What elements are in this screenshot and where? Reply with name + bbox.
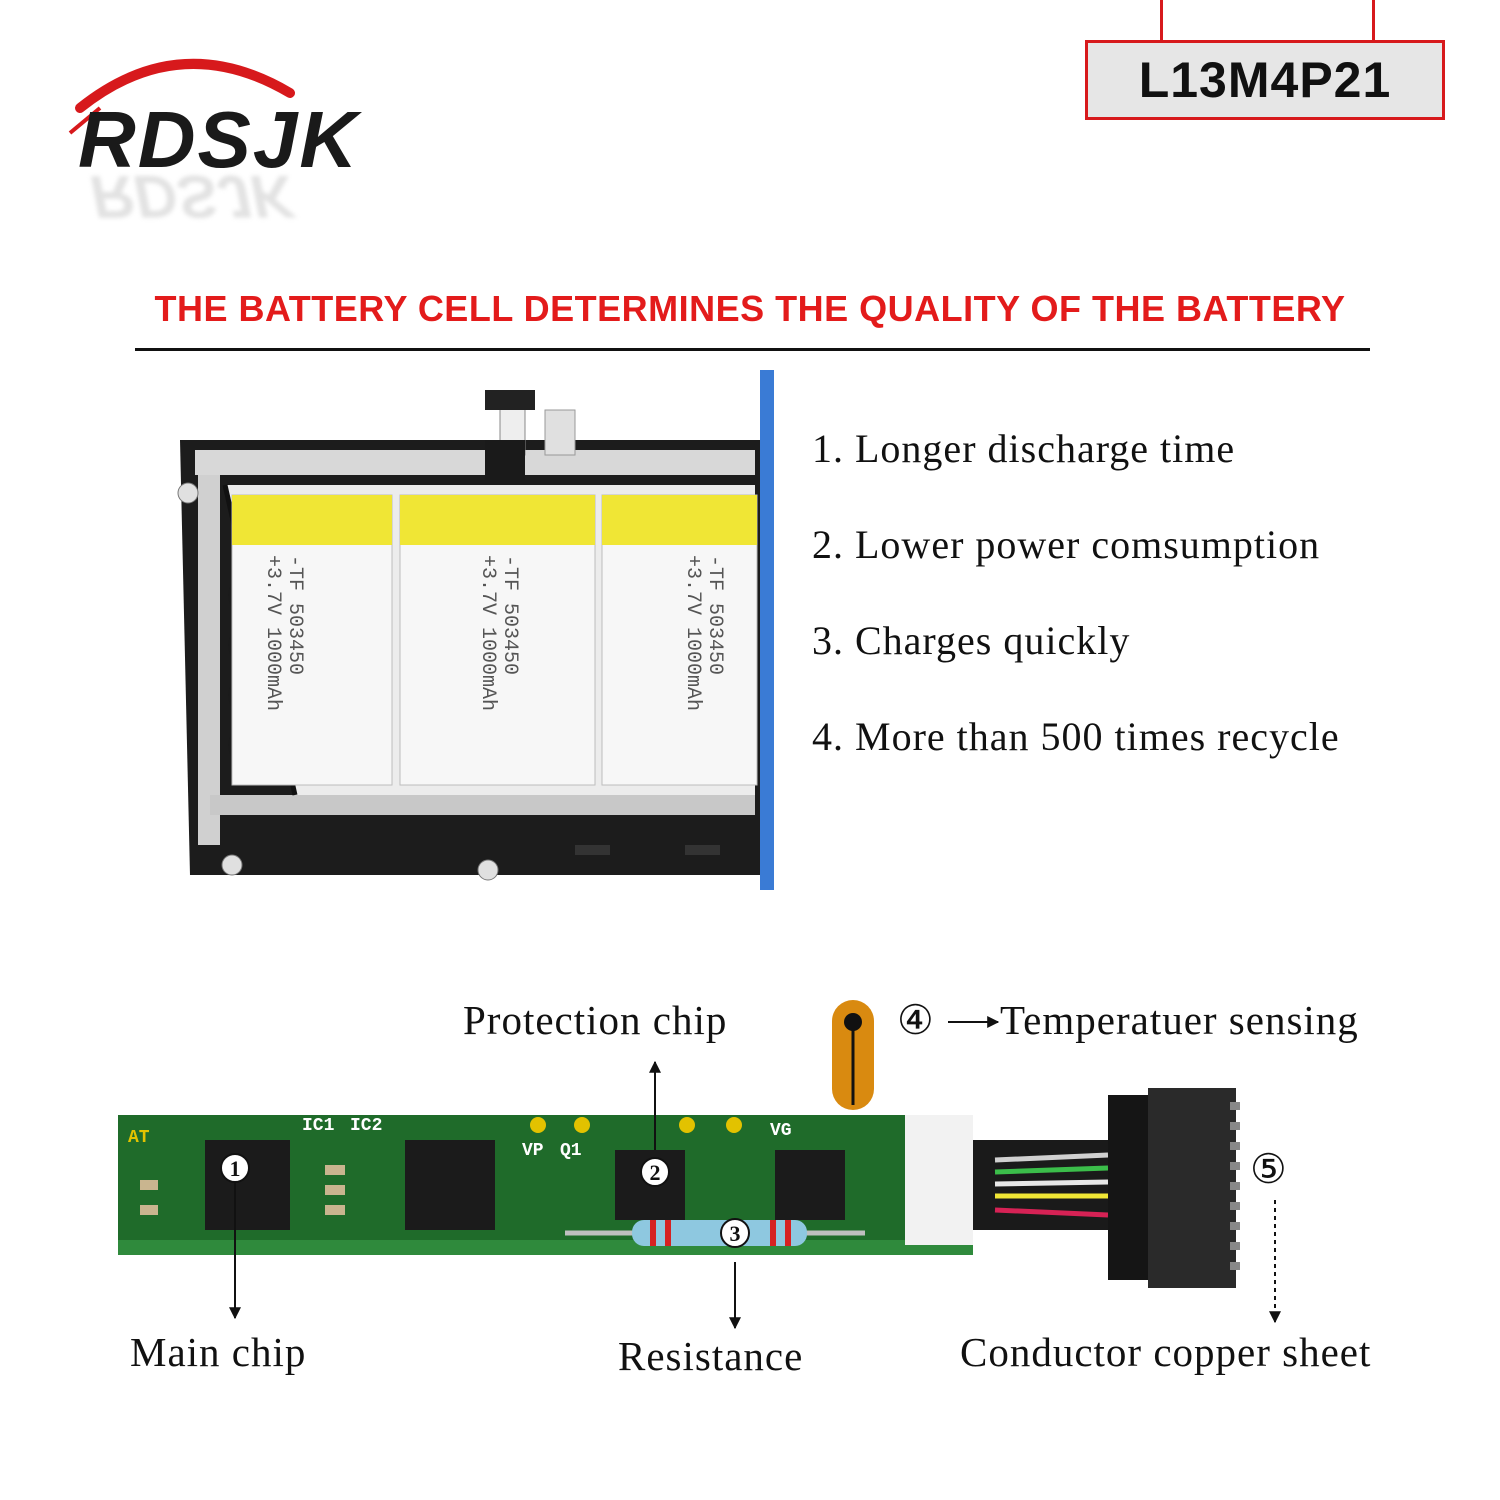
battery-cell-1 [231, 494, 393, 786]
marker-2: 2 [640, 1157, 670, 1187]
svg-text:-TF 503450: -TF 503450 [283, 555, 306, 675]
logo-reflection: RDSJK [90, 163, 294, 230]
cell-3-text-b: 503450 [703, 603, 726, 675]
cell-2-text-a: -TF [498, 555, 521, 591]
label-conductor-copper-sheet: Conductor copper sheet [960, 1329, 1372, 1375]
svg-text:+3.7V 1000mAh: +3.7V 1000mAh [681, 555, 704, 711]
battery-connector [485, 390, 535, 410]
brand-logo: RDSJK RDSJK [60, 38, 440, 230]
silk-vp: VP [522, 1141, 544, 1161]
svg-text:+3.7V 1000mAh: +3.7V 1000mAh [261, 555, 284, 711]
silk-vg: VG [770, 1121, 792, 1141]
cell-1-text-b: 503450 [283, 603, 306, 675]
cell-2-text-d: 1000mAh [476, 627, 499, 711]
headline-rule [135, 348, 1370, 351]
cell-3-text-a: -TF [703, 555, 726, 591]
marker-3: 3 [720, 1218, 750, 1248]
svg-text:3: 3 [730, 1221, 741, 1246]
cell-2-text-c: +3.7V [476, 555, 499, 615]
cell-1-text-c: +3.7V [261, 555, 284, 615]
label-conductor-number: ⑤ [1250, 1146, 1288, 1192]
battery-pack-image: -TF 503450 +3.7V 1000mAh -TF 503450 +3.7… [177, 370, 774, 890]
feature-3: 3. Charges quickly [812, 618, 1131, 663]
cell-3-text-c: +3.7V [681, 555, 704, 615]
cable-connector [1108, 1095, 1148, 1280]
pcb-diagram: IC1 IC2 VP Q1 VG AT 1 2 3 [118, 1000, 1281, 1330]
label-temperature-number: ④ [897, 997, 935, 1043]
model-connector-right [1372, 0, 1375, 40]
label-resistance: Resistance [618, 1333, 804, 1379]
silk-at: AT [128, 1128, 150, 1148]
label-main-chip: Main chip [130, 1329, 307, 1375]
cell-1-text-d: 1000mAh [261, 627, 284, 711]
svg-text:-TF 503450: -TF 503450 [498, 555, 521, 675]
svg-text:-TF 503450: -TF 503450 [703, 555, 726, 675]
resistor [632, 1220, 807, 1246]
cell-3-text-d: 1000mAh [681, 627, 704, 711]
silk-ic1: IC1 [302, 1116, 335, 1136]
label-protection-chip: Protection chip [463, 997, 728, 1043]
cell-1-text-a: -TF [283, 555, 306, 591]
battery-cell-3 [601, 494, 758, 786]
silk-q1: Q1 [560, 1141, 582, 1161]
logo-text: RDSJK [78, 95, 360, 184]
model-connector-left [1160, 0, 1163, 40]
mosfet-chip [775, 1150, 845, 1220]
feature-2: 2. Lower power comsumption [812, 522, 1321, 567]
logo-swoosh [68, 58, 295, 135]
svg-text:1: 1 [230, 1156, 241, 1181]
headline: THE BATTERY CELL DETERMINES THE QUALITY … [154, 288, 1346, 329]
label-temperature-sensing: Temperatuer sensing [1000, 997, 1359, 1043]
silk-ic2: IC2 [350, 1116, 382, 1136]
cell-2-text-b: 503450 [498, 603, 521, 675]
feature-1: 1. Longer discharge time [812, 426, 1236, 471]
battery-cell-2 [399, 494, 596, 786]
cable-wires [973, 1140, 1109, 1230]
svg-text:2: 2 [650, 1160, 661, 1185]
svg-text:+3.7V 1000mAh: +3.7V 1000mAh [476, 555, 499, 711]
pcb-pads [530, 1117, 742, 1133]
secondary-chip [405, 1140, 495, 1230]
feature-4: 4. More than 500 times recycle [812, 714, 1340, 759]
model-number-box: L13M4P21 [1085, 40, 1445, 120]
marker-1: 1 [220, 1153, 250, 1183]
model-number: L13M4P21 [1138, 52, 1392, 108]
main-chip [205, 1140, 290, 1230]
